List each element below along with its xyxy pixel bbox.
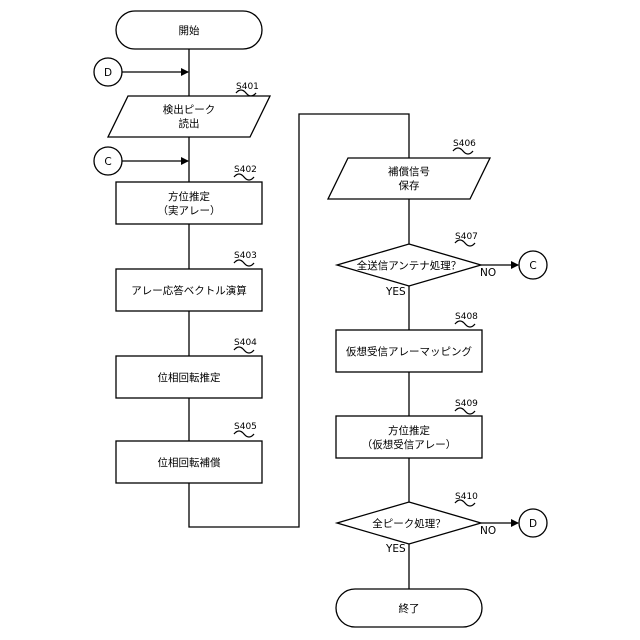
connector-d-in: D [94, 58, 122, 86]
svg-text:C: C [529, 260, 536, 272]
svg-text:（仮想受信アレー）: （仮想受信アレー） [362, 438, 457, 451]
svg-text:全ピーク処理？: 全ピーク処理？ [372, 517, 446, 530]
svg-text:方位推定: 方位推定 [168, 190, 210, 203]
svg-text:C: C [104, 156, 111, 168]
no-label: NO [480, 525, 496, 537]
step-id: S401 [236, 82, 259, 92]
step-id: S407 [455, 232, 478, 242]
start-label: 開始 [179, 24, 200, 37]
svg-text:仮想受信アレーマッピング: 仮想受信アレーマッピング [346, 345, 472, 358]
svg-text:D: D [104, 67, 112, 79]
connector-c-out: C [519, 251, 547, 279]
step-id: S409 [455, 399, 478, 409]
step-id: S402 [234, 165, 257, 175]
svg-text:D: D [529, 518, 537, 530]
step-id: S404 [234, 338, 257, 348]
step-id: S405 [234, 422, 257, 432]
svg-text:補償信号: 補償信号 [388, 165, 430, 178]
connector-d-out: D [519, 509, 547, 537]
start-terminal: 開始 [116, 11, 262, 49]
end-label: 終了 [399, 602, 420, 615]
step-id: S410 [455, 492, 478, 502]
step-id: S403 [234, 251, 257, 261]
yes-label: YES [385, 543, 406, 555]
svg-text:位相回転補償: 位相回転補償 [158, 456, 221, 469]
no-label: NO [480, 267, 496, 279]
step-id: S408 [455, 312, 478, 322]
svg-text:方位推定: 方位推定 [388, 424, 430, 437]
svg-text:（実アレー）: （実アレー） [158, 204, 221, 217]
svg-text:全送信アンテナ処理？: 全送信アンテナ処理？ [357, 259, 462, 272]
svg-text:検出ピーク: 検出ピーク [163, 103, 216, 116]
connector-c-in: C [94, 147, 122, 175]
svg-text:保存: 保存 [399, 179, 420, 192]
step-id: S406 [453, 139, 476, 149]
svg-text:読出: 読出 [179, 117, 200, 130]
svg-text:位相回転推定: 位相回転推定 [158, 371, 221, 384]
svg-text:アレー応答ベクトル演算: アレー応答ベクトル演算 [131, 284, 247, 297]
end-terminal: 終了 [336, 589, 482, 627]
yes-label: YES [385, 286, 406, 298]
